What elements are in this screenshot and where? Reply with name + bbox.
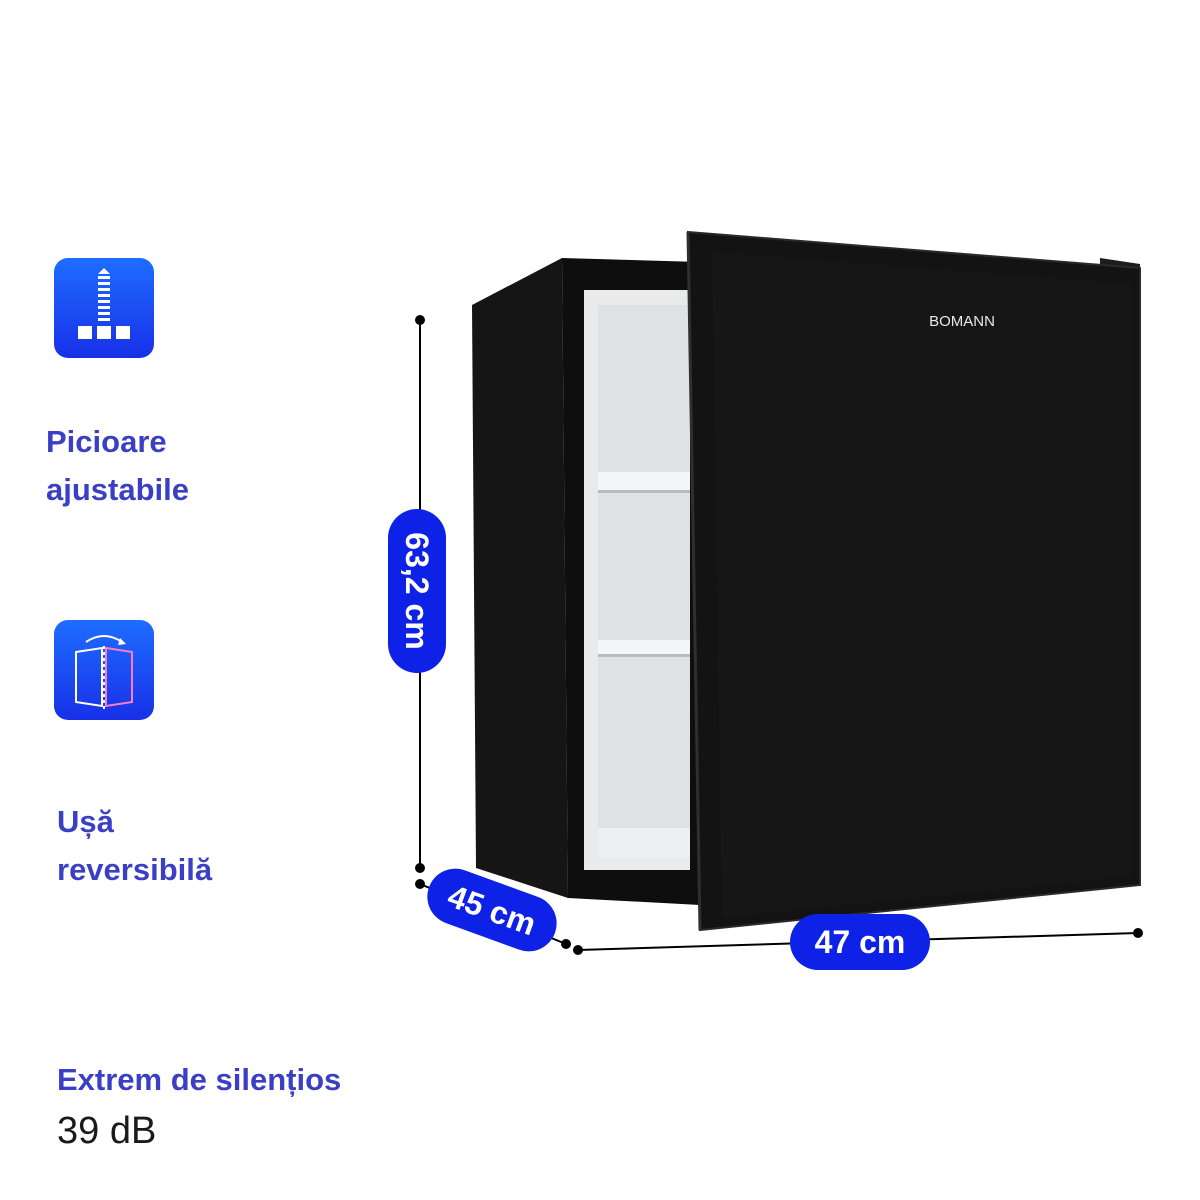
fridge-shelf: [598, 640, 690, 656]
noise-title: Extrem de silențios: [57, 1062, 342, 1097]
height-dimension-label: 63,2 cm: [388, 509, 446, 673]
fridge-shelf: [598, 472, 690, 492]
feature-label-adjustable-feet: Picioare ajustabile: [46, 418, 189, 514]
feature-label-line: Picioare: [46, 424, 167, 459]
noise-value: 39 dB: [57, 1110, 157, 1152]
width-dimension-label: 47 cm: [790, 914, 930, 970]
fridge-side-panel: [472, 258, 568, 898]
reversible-door-icon: [54, 620, 154, 720]
adjustable-feet-icon: [54, 258, 154, 358]
feature-label-line: Ușă: [57, 804, 114, 839]
feature-label-reversible-door: Ușă reversibilă: [57, 798, 212, 894]
brand-logo: BOMANN: [929, 313, 995, 330]
feature-label-line: reversibilă: [57, 852, 213, 887]
feature-label-line: ajustabile: [46, 472, 189, 507]
